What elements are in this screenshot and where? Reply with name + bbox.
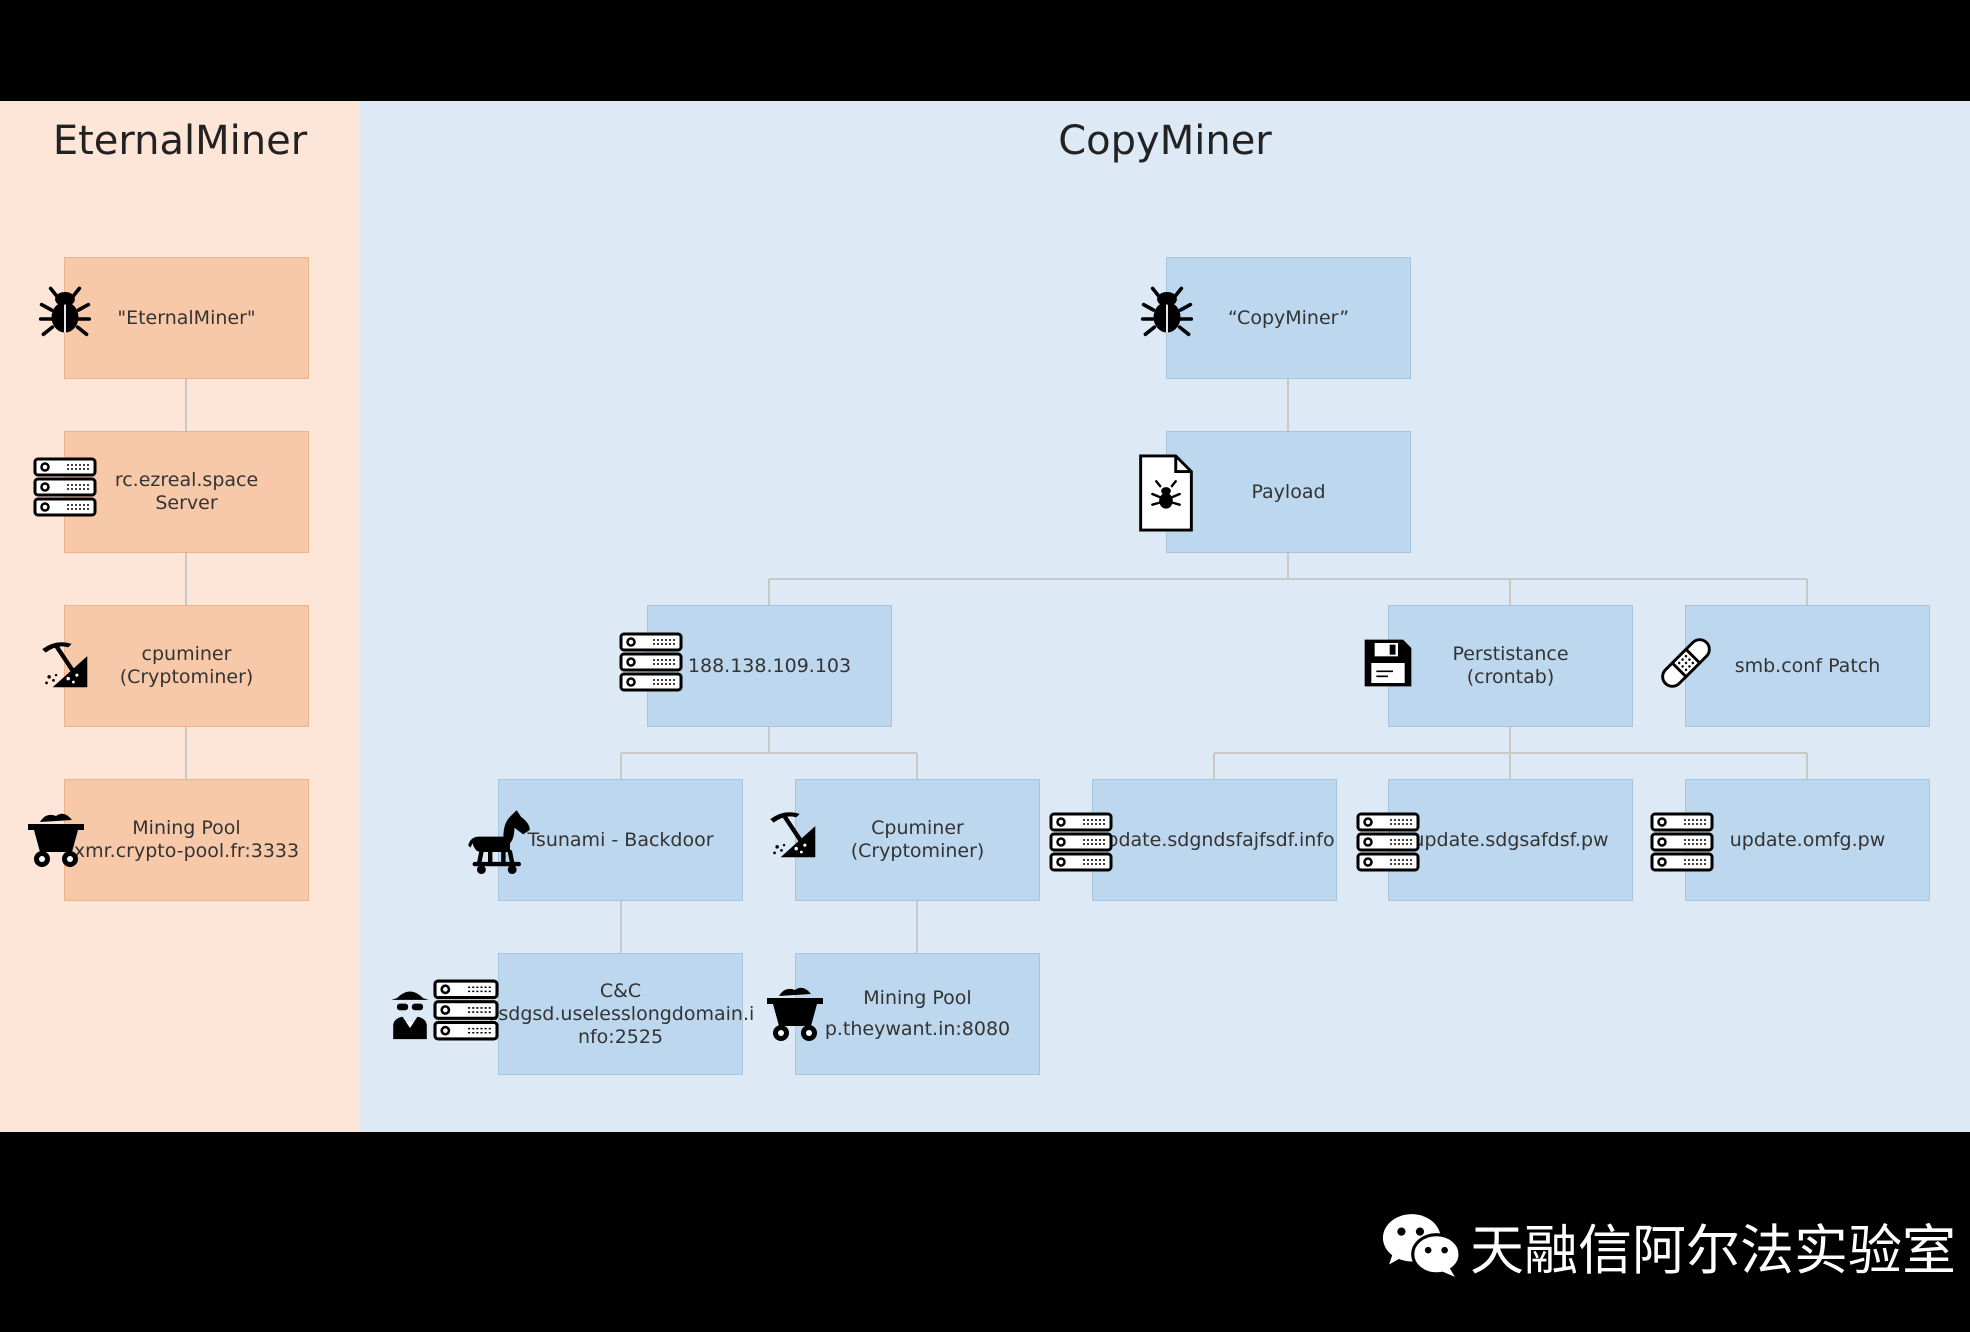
- server-icon: [432, 979, 500, 1041]
- node-label: Cpuminer: [871, 817, 964, 839]
- bug-icon: [1140, 283, 1194, 337]
- node-label: update.sdgndsfajfsdf.info: [1094, 828, 1335, 851]
- server-icon: [33, 457, 97, 517]
- server-icon: [1356, 812, 1420, 872]
- eternalminer-server-node: rc.ezreal.space Server: [64, 431, 309, 553]
- cnc-node: C&C asdgsd.uselesslongdomain.i nfo:2525: [487, 953, 754, 1075]
- server-icon: [1049, 812, 1113, 872]
- node-label: Payload: [1251, 480, 1326, 503]
- node-label: (crontab): [1466, 666, 1555, 688]
- node-label: (Cryptominer): [850, 840, 985, 862]
- node-label: 188.138.109.103: [687, 654, 852, 677]
- mine-cart-icon: [765, 981, 825, 1043]
- server-icon: [1650, 812, 1714, 872]
- floppy-disk-icon: [1363, 638, 1413, 688]
- eternalminer-mining-pool-node: Mining Pool xmr.crypto-pool.fr:3333: [64, 779, 309, 901]
- update-domain-2-node: update.sdgsafdsf.pw: [1388, 779, 1633, 901]
- node-label: asdgsd.uselesslongdomain.i: [486, 1002, 755, 1025]
- node-label: nfo:2525: [577, 1025, 664, 1048]
- eternalminer-cpuminer-node: cpuminer (Cryptominer): [64, 605, 309, 727]
- trojan-horse-icon: [466, 808, 532, 874]
- node-label: smb.conf Patch: [1734, 654, 1881, 677]
- copyminer-malware-node: “CopyMiner”: [1166, 257, 1411, 379]
- node-label: Mining Pool: [863, 987, 972, 1009]
- persistence-node: Perstistance (crontab): [1388, 605, 1633, 727]
- node-label: "EternalMiner": [117, 306, 256, 329]
- watermark-text: 天融信阿尔法实验室: [1470, 1218, 1956, 1282]
- copyminer-cpuminer-node: Cpuminer (Cryptominer): [795, 779, 1040, 901]
- node-label: Tsunami - Backdoor: [527, 828, 714, 851]
- copyminer-mining-pool-node: Mining Pool p.theywant.in:8080: [795, 953, 1040, 1075]
- node-label: Server: [155, 492, 218, 514]
- node-label: rc.ezreal.space: [114, 469, 259, 491]
- node-label: update.sdgsafdsf.pw: [1412, 828, 1609, 851]
- eternalminer-title: EternalMiner: [52, 118, 308, 164]
- bug-icon: [38, 283, 92, 337]
- node-label: xmr.crypto-pool.fr:3333: [73, 840, 300, 862]
- eternalminer-malware-node: "EternalMiner": [64, 257, 309, 379]
- update-domain-3-node: update.omfg.pw: [1685, 779, 1930, 901]
- file-bug-icon: [1136, 454, 1196, 532]
- update-domain-1-node: update.sdgndsfajfsdf.info: [1092, 779, 1337, 901]
- node-label: C&C: [599, 979, 642, 1002]
- smb-patch-node: smb.conf Patch: [1685, 605, 1930, 727]
- node-label: Perstistance: [1452, 643, 1569, 665]
- node-label: “CopyMiner”: [1227, 306, 1350, 329]
- node-label: cpuminer: [141, 643, 232, 665]
- pickaxe-icon: [37, 633, 89, 693]
- server-icon: [619, 632, 683, 692]
- bandage-icon: [1657, 634, 1715, 692]
- tsunami-backdoor-node: Tsunami - Backdoor: [498, 779, 743, 901]
- copyminer-title: CopyMiner: [1058, 118, 1272, 164]
- mine-cart-icon: [26, 808, 86, 868]
- wechat-icon: [1380, 1209, 1464, 1281]
- node-label: p.theywant.in:8080: [824, 1018, 1011, 1040]
- pickaxe-icon: [765, 803, 817, 863]
- ip-server-node: 188.138.109.103: [647, 605, 892, 727]
- watermark: 天融信阿尔法实验室: [1380, 1205, 1956, 1285]
- payload-node: Payload: [1166, 431, 1411, 553]
- node-label: Mining Pool: [132, 817, 241, 839]
- node-label: (Cryptominer): [119, 666, 254, 688]
- node-label: update.omfg.pw: [1729, 828, 1886, 851]
- spy-icon: [388, 985, 432, 1041]
